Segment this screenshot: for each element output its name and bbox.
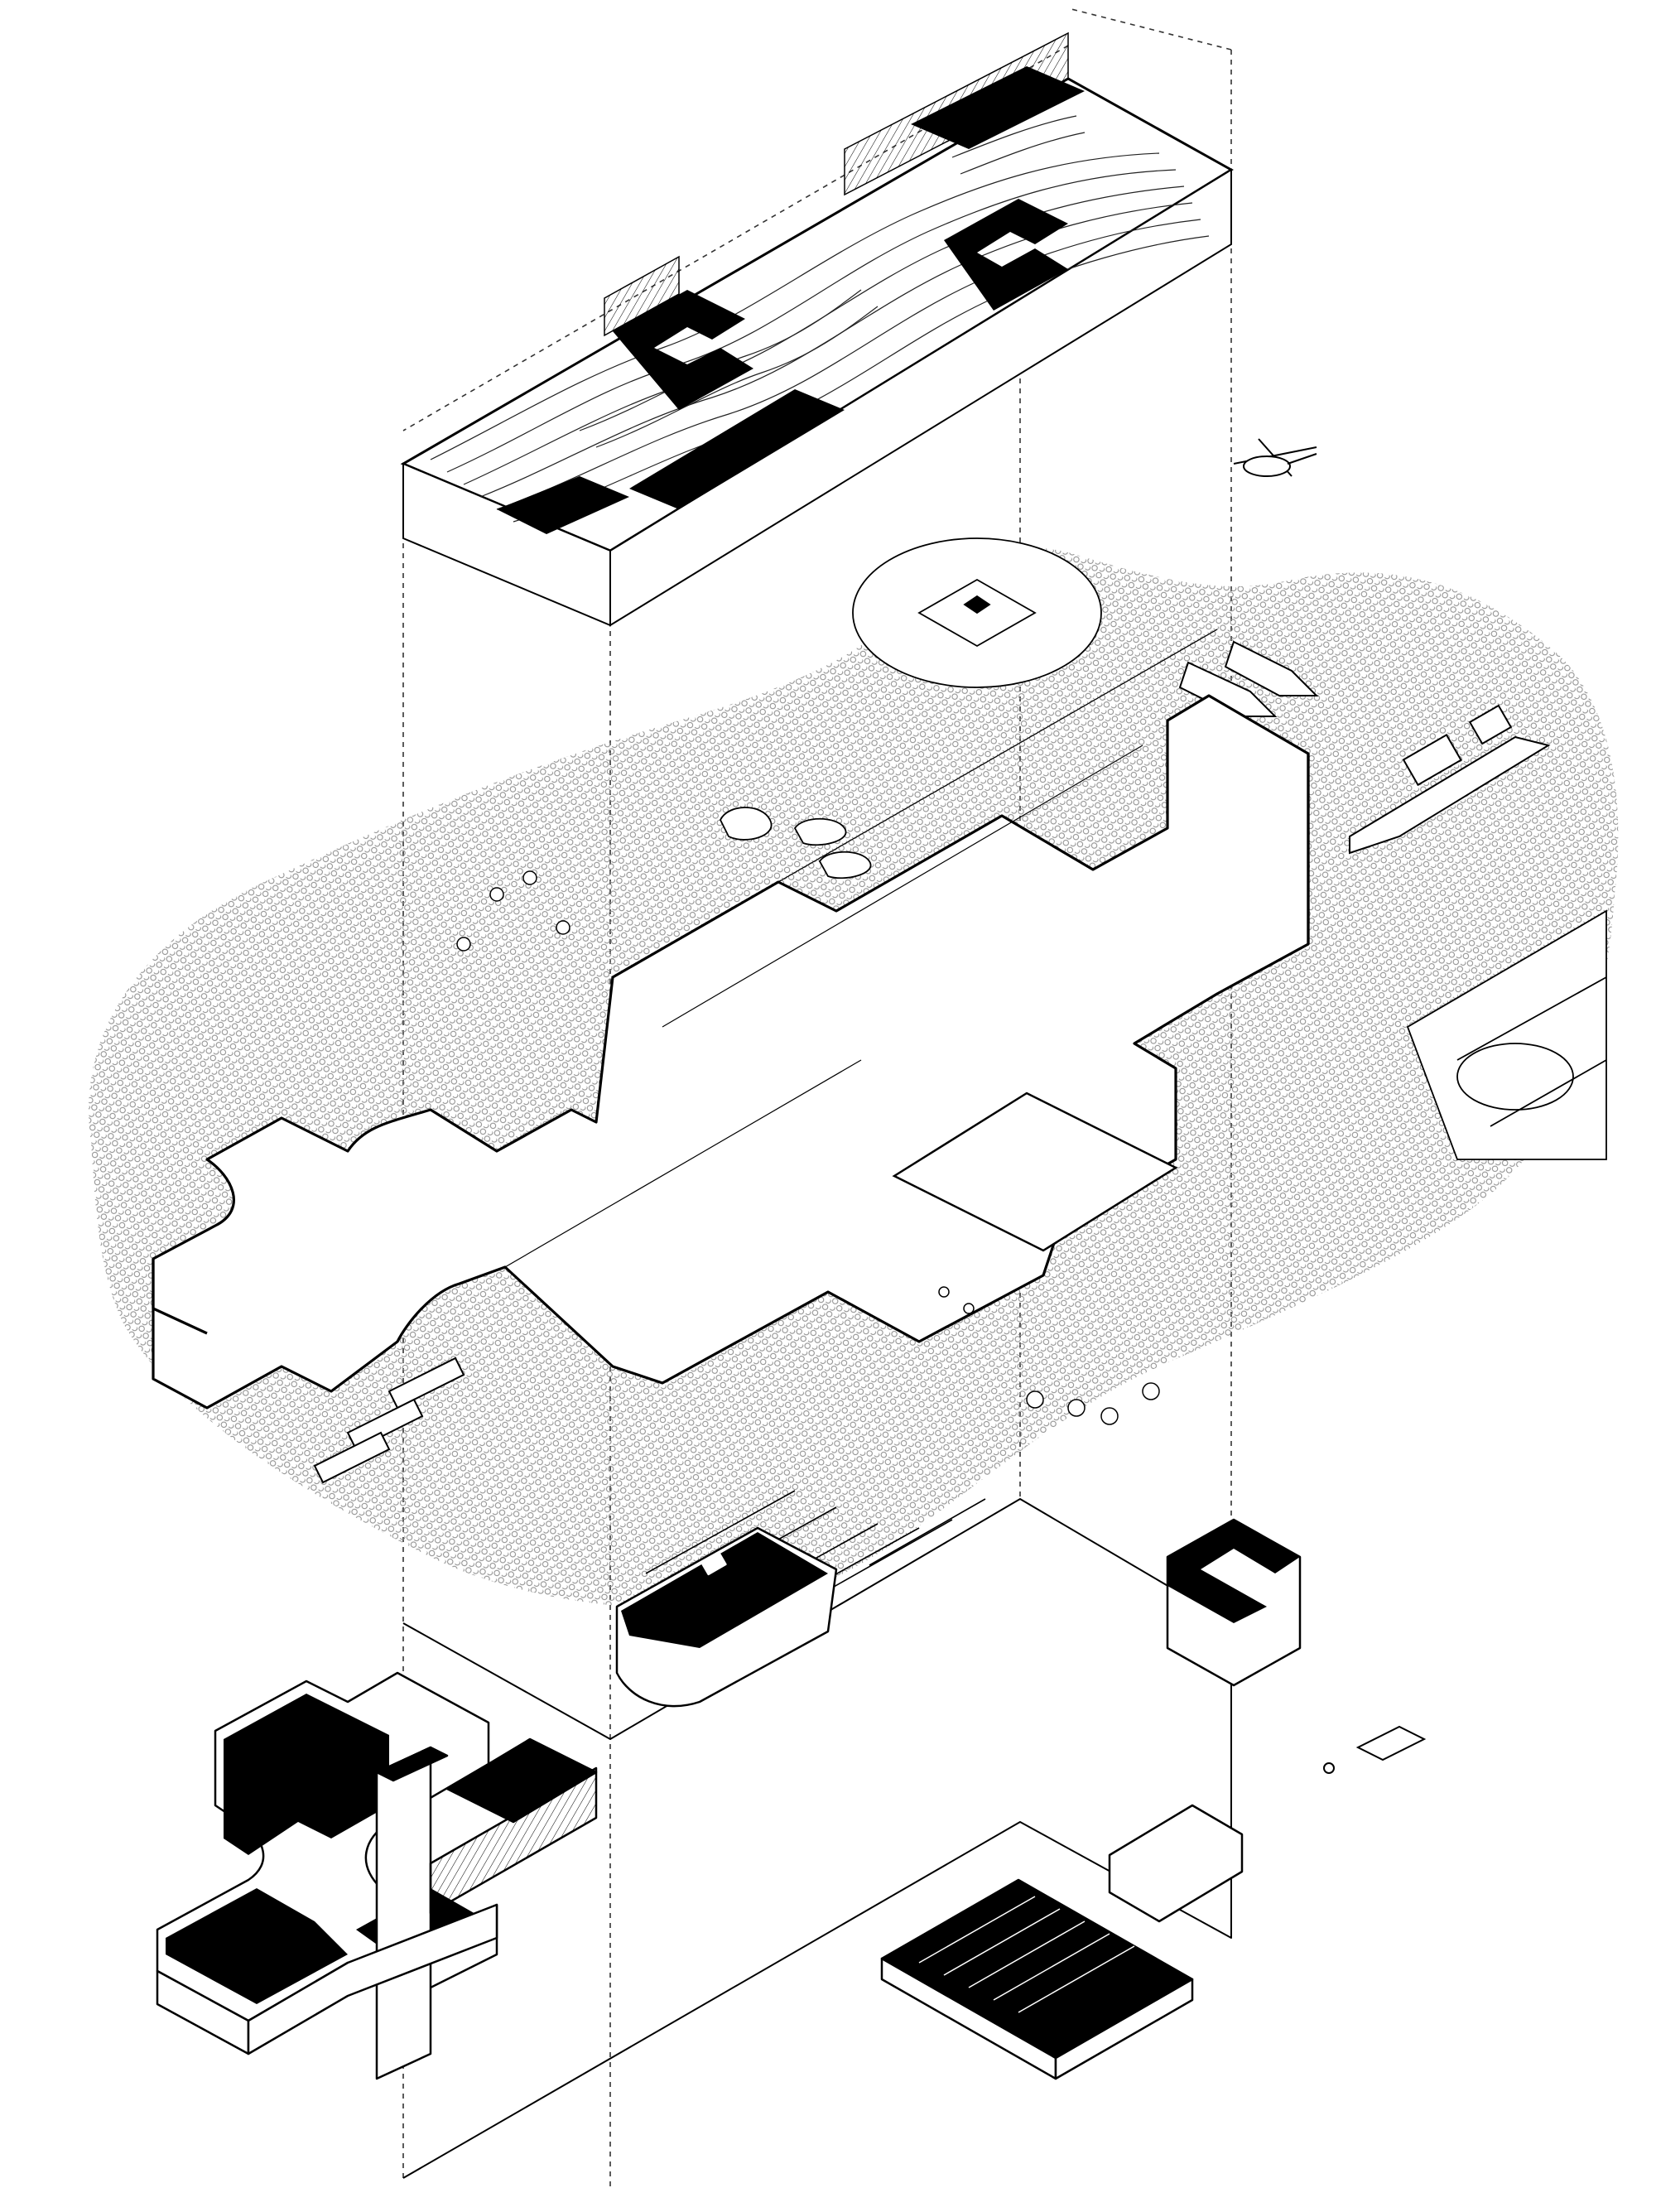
ship-icon xyxy=(1349,704,1551,855)
roof-landscape-layer xyxy=(400,31,1234,627)
tree-icon xyxy=(456,870,1160,1425)
roof-block-ramp xyxy=(629,389,845,509)
basement-east-dark xyxy=(1167,1520,1300,1623)
basement-middle-dark xyxy=(621,1532,828,1648)
roof-glass-wall xyxy=(844,31,1069,196)
basement-south-dark xyxy=(166,1888,348,2004)
sports-court xyxy=(1406,909,1607,1160)
helicopter-icon xyxy=(1233,438,1317,477)
topographic-contours xyxy=(430,115,1210,523)
roof-block-west xyxy=(497,476,629,534)
boat-icon xyxy=(1178,640,1319,717)
tower-top xyxy=(375,1746,449,1782)
courtyard-square xyxy=(892,1092,1178,1252)
basement-garage-side xyxy=(1054,1978,1194,2080)
roof-glass-wall-west xyxy=(604,255,680,337)
basement-block-roof xyxy=(445,1737,598,1824)
car-icon xyxy=(1323,1725,1427,1774)
ground-plane-layer xyxy=(88,537,1619,1612)
basement-east-annex xyxy=(1108,1804,1244,1923)
basement-layer xyxy=(156,1498,1302,2179)
basement-middle-void xyxy=(700,1551,727,1576)
basement-plinth-side xyxy=(247,1903,498,2055)
tower-shaft xyxy=(375,1746,432,2080)
roof-c-shape xyxy=(613,290,753,410)
roof-s-shape xyxy=(944,199,1068,311)
garage-parking-lines xyxy=(918,1896,1135,2013)
pavilion-icon xyxy=(719,807,872,879)
bus-icon xyxy=(313,1357,465,1484)
roof-box-side xyxy=(609,168,1232,627)
helipad xyxy=(852,537,1102,688)
basement-west-dark xyxy=(224,1694,389,1855)
